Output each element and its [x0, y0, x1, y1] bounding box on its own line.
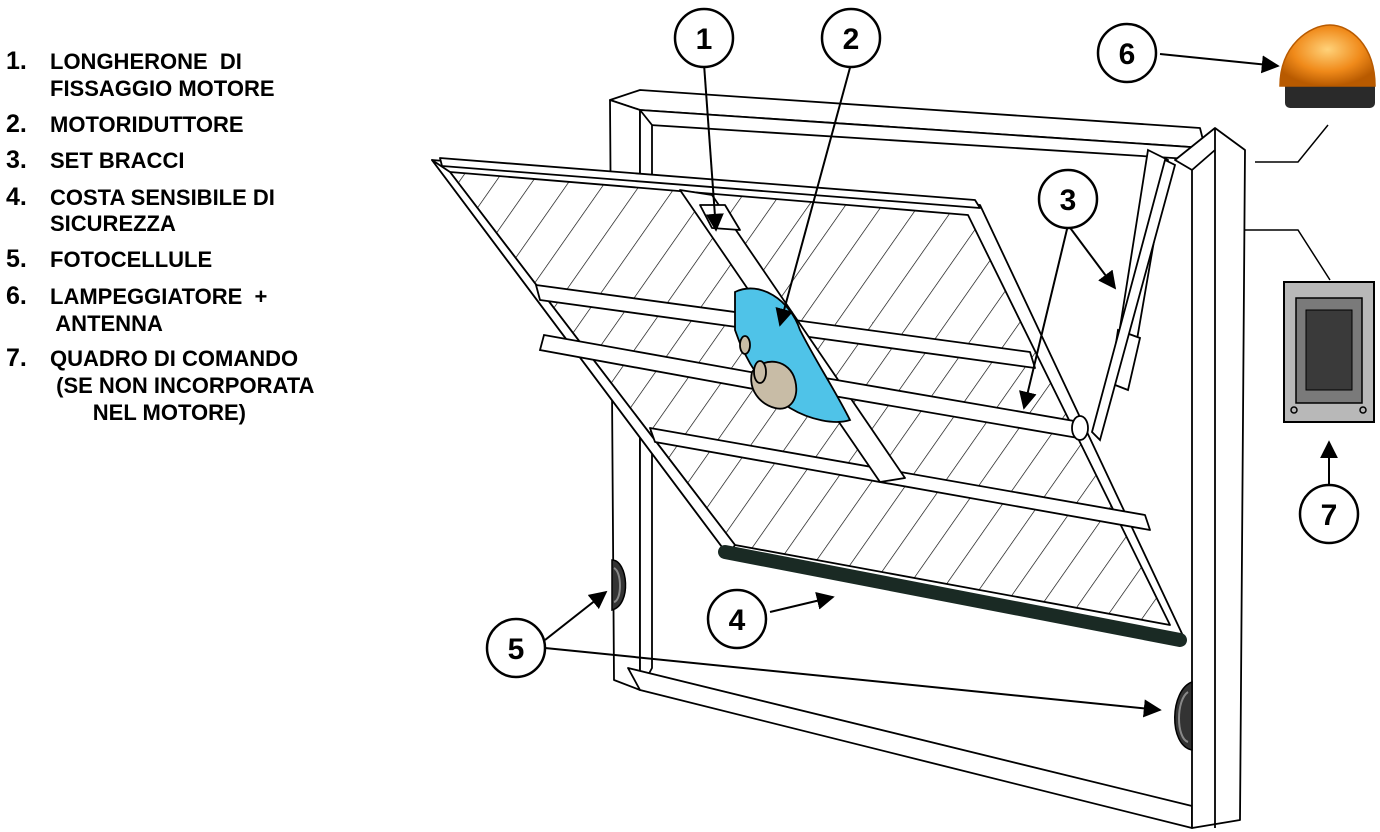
photocell-right-lens [1178, 691, 1189, 743]
callout-label: 6 [1119, 38, 1136, 71]
callout-markers: 1 2 3 4 5 6 7 [485, 7, 1360, 679]
photocell-left-lens [613, 567, 621, 603]
torsion-arm-joint [1071, 415, 1089, 441]
callout-1: 1 [673, 7, 735, 69]
callout-2: 2 [820, 7, 882, 69]
leader-3b [1019, 224, 1069, 410]
legend-item-2: 2. MOTORIDUTTORE [6, 109, 476, 140]
legend-item-5: 5. FOTOCELLULE [6, 244, 476, 275]
callout-leaders [544, 53, 1338, 718]
legend-item-6: 6. LAMPEGGIATORE + ANTENNA [6, 281, 476, 338]
legend-line: MOTORIDUTTORE [50, 111, 244, 137]
side-arm-rod [1090, 158, 1177, 442]
legend-number: 2. [6, 109, 27, 138]
legend-number: 7. [6, 344, 27, 373]
callout-label: 2 [843, 23, 860, 56]
legend-number: 3. [6, 146, 27, 175]
legend-text: LAMPEGGIATORE + ANTENNA [50, 281, 267, 338]
callout-4: 4 [706, 588, 768, 650]
legend-number: 1. [6, 47, 27, 75]
gear-motor [734, 287, 852, 423]
legend-text: FOTOCELLULE [50, 244, 212, 274]
lamp-wire [1255, 124, 1329, 163]
legend-line: LONGHERONE DI [50, 49, 242, 74]
leader-5b [544, 647, 1162, 718]
leader-1 [703, 63, 724, 232]
callout-label: 1 [696, 23, 713, 56]
panel-wire [1245, 229, 1331, 281]
legend-number: 5. [6, 245, 27, 274]
legend-text: COSTA SENSIBILE DI SICUREZZA [50, 182, 275, 239]
panel-screw [1359, 406, 1367, 414]
legend-item-4: 4. COSTA SENSIBILE DI SICUREZZA [6, 182, 476, 239]
legend-line: FOTOCELLULE [50, 247, 213, 273]
legend-line: (SE NON INCORPORATA [50, 373, 315, 399]
callout-label: 3 [1060, 184, 1077, 217]
callout-label: 4 [729, 604, 746, 637]
legend-item-3: 3. SET BRACCI [6, 145, 476, 176]
leader-2 [775, 63, 852, 327]
leader-4 [769, 591, 835, 613]
legend-line: NEL MOTORE) [50, 400, 246, 426]
door-frame [609, 89, 1246, 829]
frame-bottom-sill [627, 667, 1193, 829]
legend-text: QUADRO DI COMANDO (SE NON INCORPORATA NE… [50, 343, 314, 426]
leader-3a [1067, 224, 1117, 290]
callout-3: 3 [1037, 168, 1099, 230]
legend-line: SET BRACCI [50, 148, 185, 174]
lamp-base [1285, 80, 1375, 108]
control-panel-icon [1245, 229, 1375, 423]
callout-label: 5 [508, 633, 525, 666]
lamp-dome [1279, 24, 1376, 87]
legend-text: LONGHERONE DI FISSAGGIO MOTORE [50, 46, 275, 103]
door-panel-top-edge [439, 157, 981, 209]
motor-screw [753, 360, 767, 384]
legend-line: QUADRO DI COMANDO [50, 346, 299, 372]
safety-edge [718, 545, 1187, 647]
callout-label: 7 [1321, 499, 1338, 532]
panel-window [1305, 309, 1353, 391]
photocell-left [611, 559, 627, 611]
legend-line: COSTA SENSIBILE DI [50, 184, 275, 210]
callout-7: 7 [1298, 483, 1360, 545]
legend-item-1: 1. LONGHERONE DI FISSAGGIO MOTORE [6, 46, 476, 103]
legend-number: 4. [6, 182, 27, 211]
legend-text: MOTORIDUTTORE [50, 109, 244, 139]
callout-6: 6 [1096, 22, 1158, 84]
legend-line: FISSAGGIO MOTORE [50, 75, 275, 101]
callout-5: 5 [485, 617, 547, 679]
photocell-icon [611, 559, 1193, 751]
legend-text: SET BRACCI [50, 145, 184, 175]
legend-line: SICUREZZA [50, 211, 176, 237]
legend-line: LAMPEGGIATORE + [50, 283, 268, 309]
photocell-right [1174, 680, 1193, 751]
leader-5a [544, 590, 608, 641]
panel-screw [1290, 406, 1298, 414]
component-legend: 1. LONGHERONE DI FISSAGGIO MOTORE 2. MOT… [6, 46, 476, 433]
side-arm [1090, 148, 1177, 442]
legend-number: 6. [6, 281, 27, 310]
torsion-arm [538, 333, 1089, 441]
flashing-lamp-icon [1255, 24, 1376, 163]
leader-6 [1159, 53, 1280, 74]
motor-screw [739, 335, 751, 355]
legend-item-7: 7. QUADRO DI COMANDO (SE NON INCORPORATA… [6, 343, 476, 426]
legend-line: ANTENNA [50, 310, 163, 336]
safety-edge-strip [718, 545, 1187, 647]
